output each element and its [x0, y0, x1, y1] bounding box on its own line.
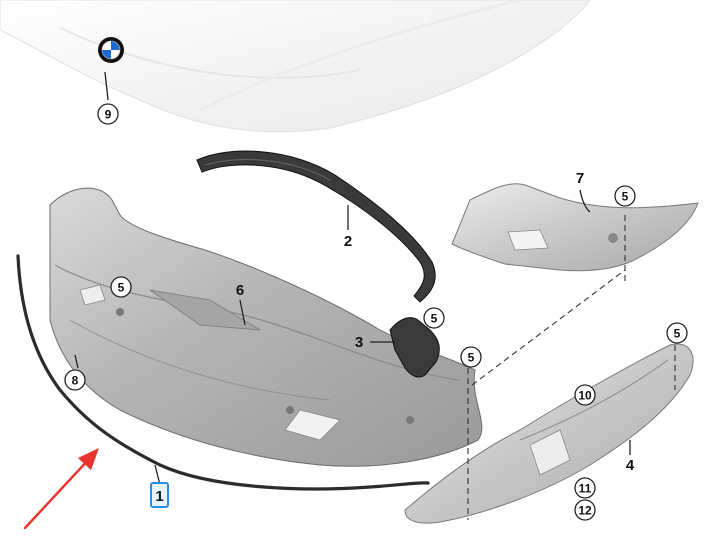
selection-highlight: [150, 482, 169, 508]
svg-text:12: 12: [578, 504, 592, 518]
svg-text:11: 11: [579, 482, 592, 496]
svg-text:5: 5: [468, 351, 475, 365]
svg-text:10: 10: [578, 389, 592, 403]
callout-5-reinforcement[interactable]: 5: [666, 322, 688, 344]
callout-5-clip[interactable]: 5: [423, 307, 445, 329]
leader-lines: [74, 71, 631, 486]
part-3-clip: [389, 317, 440, 378]
svg-text:6: 6: [236, 282, 244, 299]
part-2-seal-rail: [196, 150, 436, 303]
svg-text:3: 3: [355, 334, 363, 351]
callout-5-cover[interactable]: 5: [110, 276, 132, 298]
part-1-seal-strip: [16, 254, 430, 491]
part-4-reinforcement: [404, 343, 694, 524]
svg-text:4: 4: [626, 457, 635, 474]
logo-quarter-blue-b: [102, 50, 111, 59]
callout-6[interactable]: 6: [236, 282, 244, 299]
callout-12[interactable]: 12: [574, 499, 596, 521]
callout-1-selected[interactable]: 1: [150, 482, 169, 508]
callout-3[interactable]: 3: [355, 334, 363, 351]
callout-10[interactable]: 10: [574, 384, 596, 406]
callout-9[interactable]: 9: [97, 103, 119, 125]
svg-text:5: 5: [118, 281, 125, 295]
callout-2[interactable]: 2: [344, 233, 352, 250]
svg-text:5: 5: [431, 312, 438, 326]
callout-5-bracket[interactable]: 5: [614, 185, 636, 207]
callout-4[interactable]: 4: [626, 457, 635, 474]
svg-text:7: 7: [576, 170, 584, 187]
callout-11[interactable]: 11: [574, 477, 596, 499]
callout-7[interactable]: 7: [576, 170, 584, 187]
callout-8[interactable]: 8: [64, 369, 86, 391]
annotation-arrow-icon: [23, 448, 99, 530]
svg-text:8: 8: [72, 374, 79, 388]
svg-text:1: 1: [155, 488, 163, 505]
svg-text:5: 5: [674, 327, 681, 341]
part-7-bracket: [451, 183, 699, 272]
part-6-underbody-cover: [49, 187, 483, 467]
assembly-lines: [467, 215, 676, 520]
svg-text:9: 9: [105, 108, 112, 122]
svg-text:2: 2: [344, 233, 352, 250]
brand-logo-icon: [98, 37, 124, 63]
svg-text:5: 5: [622, 190, 629, 204]
hood: [0, 0, 591, 133]
callout-5-center[interactable]: 5: [460, 346, 482, 368]
logo-quarter-blue-a: [111, 41, 120, 50]
